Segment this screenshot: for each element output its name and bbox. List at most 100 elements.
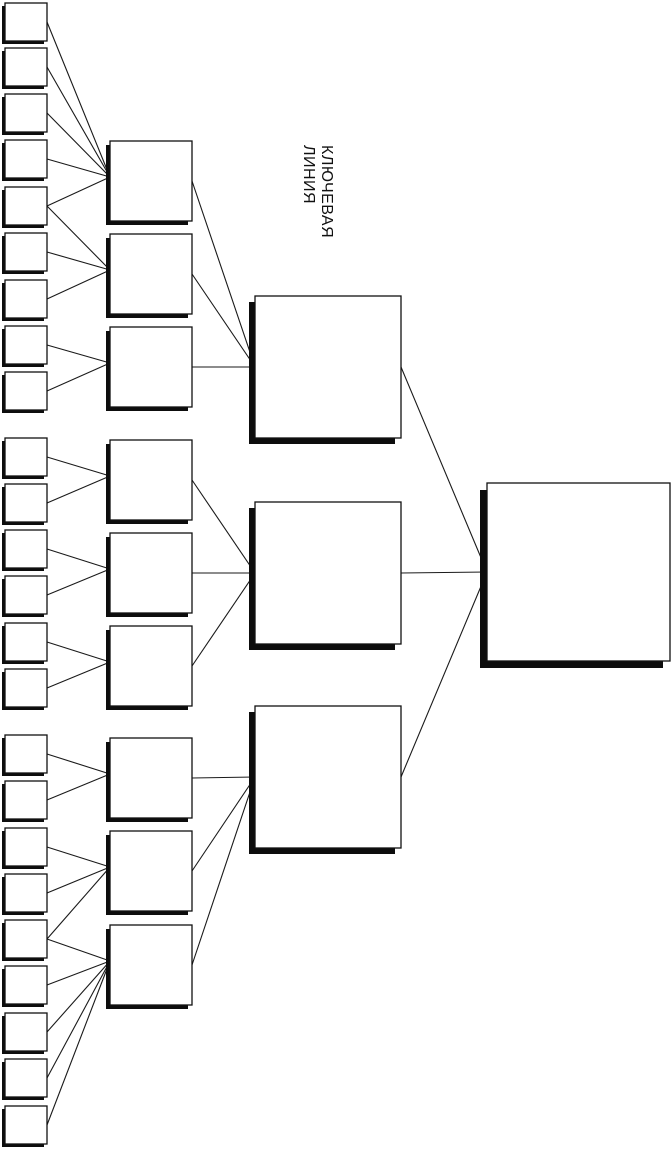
leaf-box-face — [4, 186, 48, 226]
level2-link — [400, 366, 488, 573]
leaf-link — [46, 846, 111, 868]
mid-box — [106, 625, 193, 710]
mid-box-face — [109, 625, 193, 707]
leaf-box — [2, 827, 48, 869]
leaf-link — [46, 960, 111, 1079]
leaf-link — [46, 548, 111, 570]
leaf-link — [46, 475, 111, 504]
mid-box — [106, 326, 193, 411]
leaf-box — [2, 919, 48, 961]
leaf-box — [2, 1058, 48, 1100]
key-line-label-line2: ЛИНИЯ — [300, 145, 317, 205]
leaf-link — [46, 344, 111, 364]
leaf-link — [46, 269, 111, 300]
level2-box-face — [254, 501, 402, 645]
level2-box-face — [254, 705, 402, 849]
leaf-box — [2, 780, 48, 822]
leaf-box — [2, 279, 48, 321]
leaf-link — [46, 661, 111, 689]
leaf-box-face — [4, 325, 48, 365]
leaf-link — [46, 66, 111, 178]
leaf-box — [2, 965, 48, 1007]
leaf-box-face — [4, 279, 48, 319]
leaf-box — [2, 325, 48, 367]
leaf-link — [46, 773, 111, 801]
leaf-link — [46, 456, 111, 477]
leaf-link — [46, 960, 111, 986]
leaf-box — [2, 622, 48, 664]
leaf-link — [46, 158, 111, 178]
leaf-box-face — [4, 139, 48, 179]
leaf-box — [2, 734, 48, 776]
leaf-box — [2, 2, 48, 44]
mid-box-face — [109, 326, 193, 408]
mid-box — [106, 140, 193, 225]
root-box-face — [486, 482, 671, 662]
leaf-box — [2, 1012, 48, 1054]
leaf-box — [2, 1105, 48, 1147]
mid-link — [191, 479, 256, 574]
leaf-box-face — [4, 827, 48, 867]
leaf-box-face — [4, 965, 48, 1005]
leaf-box — [2, 186, 48, 228]
leaf-box — [2, 873, 48, 915]
level2-link — [400, 571, 488, 778]
leaf-box — [2, 47, 48, 89]
mid-box-face — [109, 532, 193, 614]
leaf-box — [2, 371, 48, 413]
leaf-box — [2, 437, 48, 479]
leaf-box-face — [4, 575, 48, 615]
mid-box — [106, 233, 193, 318]
leaf-box-face — [4, 2, 48, 42]
leaf-box-face — [4, 919, 48, 959]
mid-box — [106, 830, 193, 915]
leaf-box-face — [4, 47, 48, 87]
leaf-box-face — [4, 1012, 48, 1052]
level2-box-face — [254, 295, 402, 439]
level2-box — [249, 705, 402, 854]
leaf-box — [2, 483, 48, 525]
leaf-box-face — [4, 780, 48, 820]
leaf-link — [46, 568, 111, 596]
leaf-box-face — [4, 873, 48, 913]
leaf-link — [46, 641, 111, 663]
leaf-box — [2, 232, 48, 274]
root-box — [480, 482, 671, 668]
key-line-label-line1: КЛЮЧЕВАЯ — [318, 145, 335, 239]
mid-box-face — [109, 924, 193, 1006]
leaf-box-face — [4, 668, 48, 708]
level2-box — [249, 501, 402, 650]
mid-box-face — [109, 439, 193, 521]
mid-link — [191, 572, 256, 667]
leaf-link — [46, 866, 111, 940]
leaf-link — [46, 960, 111, 1033]
level2-box — [249, 295, 402, 444]
leaf-box-face — [4, 734, 48, 774]
leaf-box — [2, 139, 48, 181]
leaf-link — [46, 176, 111, 207]
key-line-label: КЛЮЧЕВАЯ ЛИНИЯ — [295, 145, 335, 255]
leaf-box-face — [4, 232, 48, 272]
mid-link — [191, 776, 256, 872]
leaf-box-face — [4, 1105, 48, 1145]
mid-box — [106, 924, 193, 1009]
mid-box-face — [109, 233, 193, 315]
leaf-box-face — [4, 529, 48, 569]
leaf-box — [2, 575, 48, 617]
leaf-link — [46, 362, 111, 392]
mid-link — [191, 776, 256, 966]
mid-link — [191, 180, 256, 368]
leaf-link — [46, 251, 111, 271]
mid-box — [106, 439, 193, 524]
leaf-link — [46, 112, 111, 178]
leaf-link — [46, 960, 111, 1126]
leaf-link — [46, 753, 111, 775]
leaf-link — [46, 938, 111, 962]
leaf-link — [46, 21, 111, 178]
mid-box — [106, 532, 193, 617]
level2-link — [400, 571, 488, 574]
mid-link — [191, 776, 256, 779]
mid-box-face — [109, 140, 193, 222]
